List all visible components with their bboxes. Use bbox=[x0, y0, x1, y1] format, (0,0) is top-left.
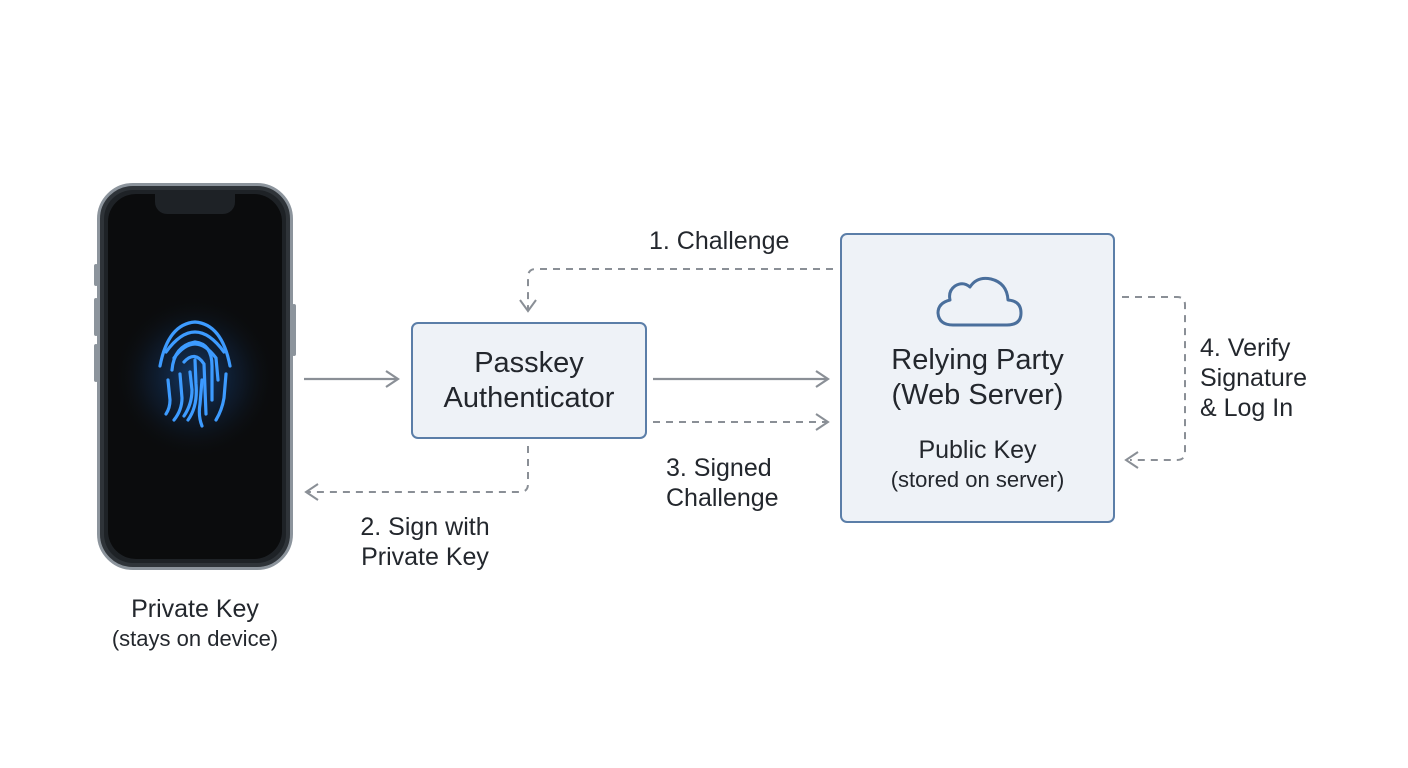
server-title-line1: Relying Party bbox=[891, 344, 1064, 376]
cloud-icon bbox=[936, 276, 1023, 327]
step2-label-line2: Private Key bbox=[361, 543, 489, 571]
device-caption: Private Key (stays on device) bbox=[90, 594, 300, 654]
server-title-line2: (Web Server) bbox=[891, 379, 1064, 411]
step2-label-line1: 2. Sign with bbox=[360, 513, 490, 541]
phone-power-button bbox=[292, 304, 296, 356]
phone-volume-down-button bbox=[94, 344, 98, 382]
device-caption-line2: (stays on device) bbox=[111, 626, 279, 651]
phone-screen bbox=[108, 194, 282, 559]
arrow-authenticator-to-server bbox=[653, 370, 830, 388]
phone-side-button bbox=[94, 264, 98, 286]
phone-notch bbox=[155, 194, 235, 214]
step2-label: 2. Sign with Private Key bbox=[340, 512, 510, 572]
passkey-authenticator-box: Passkey Authenticator bbox=[411, 322, 647, 439]
server-key-line1: Public Key bbox=[918, 436, 1037, 464]
authenticator-title-line2: Authenticator bbox=[443, 382, 615, 414]
step4-label: 4. Verify Signature & Log In bbox=[1200, 333, 1307, 423]
step4-label-line1: 4. Verify bbox=[1200, 334, 1291, 362]
server-key-line2: (stored on server) bbox=[890, 467, 1065, 492]
step4-label-line3: & Log In bbox=[1200, 394, 1294, 422]
phone-volume-up-button bbox=[94, 298, 98, 336]
device-caption-line1: Private Key bbox=[131, 595, 259, 623]
step1-label: 1. Challenge bbox=[649, 227, 790, 255]
arrow-step2-sign bbox=[304, 446, 529, 501]
arrow-device-to-authenticator bbox=[304, 370, 400, 388]
arrow-step3-signed-challenge bbox=[653, 413, 830, 431]
step4-label-line2: Signature bbox=[1200, 364, 1308, 392]
authenticator-title-line1: Passkey bbox=[474, 347, 584, 379]
step3-label: 3. Signed Challenge bbox=[666, 453, 779, 513]
step3-label-line2: Challenge bbox=[666, 484, 779, 512]
smartphone bbox=[94, 183, 296, 570]
arrow-step4-verify-loop bbox=[1122, 296, 1186, 469]
arrow-step1-challenge bbox=[519, 268, 833, 313]
relying-party-box: Relying Party (Web Server) Public Key (s… bbox=[840, 233, 1115, 523]
fingerprint-icon bbox=[113, 295, 277, 459]
step3-label-line1: 3. Signed bbox=[666, 454, 772, 482]
